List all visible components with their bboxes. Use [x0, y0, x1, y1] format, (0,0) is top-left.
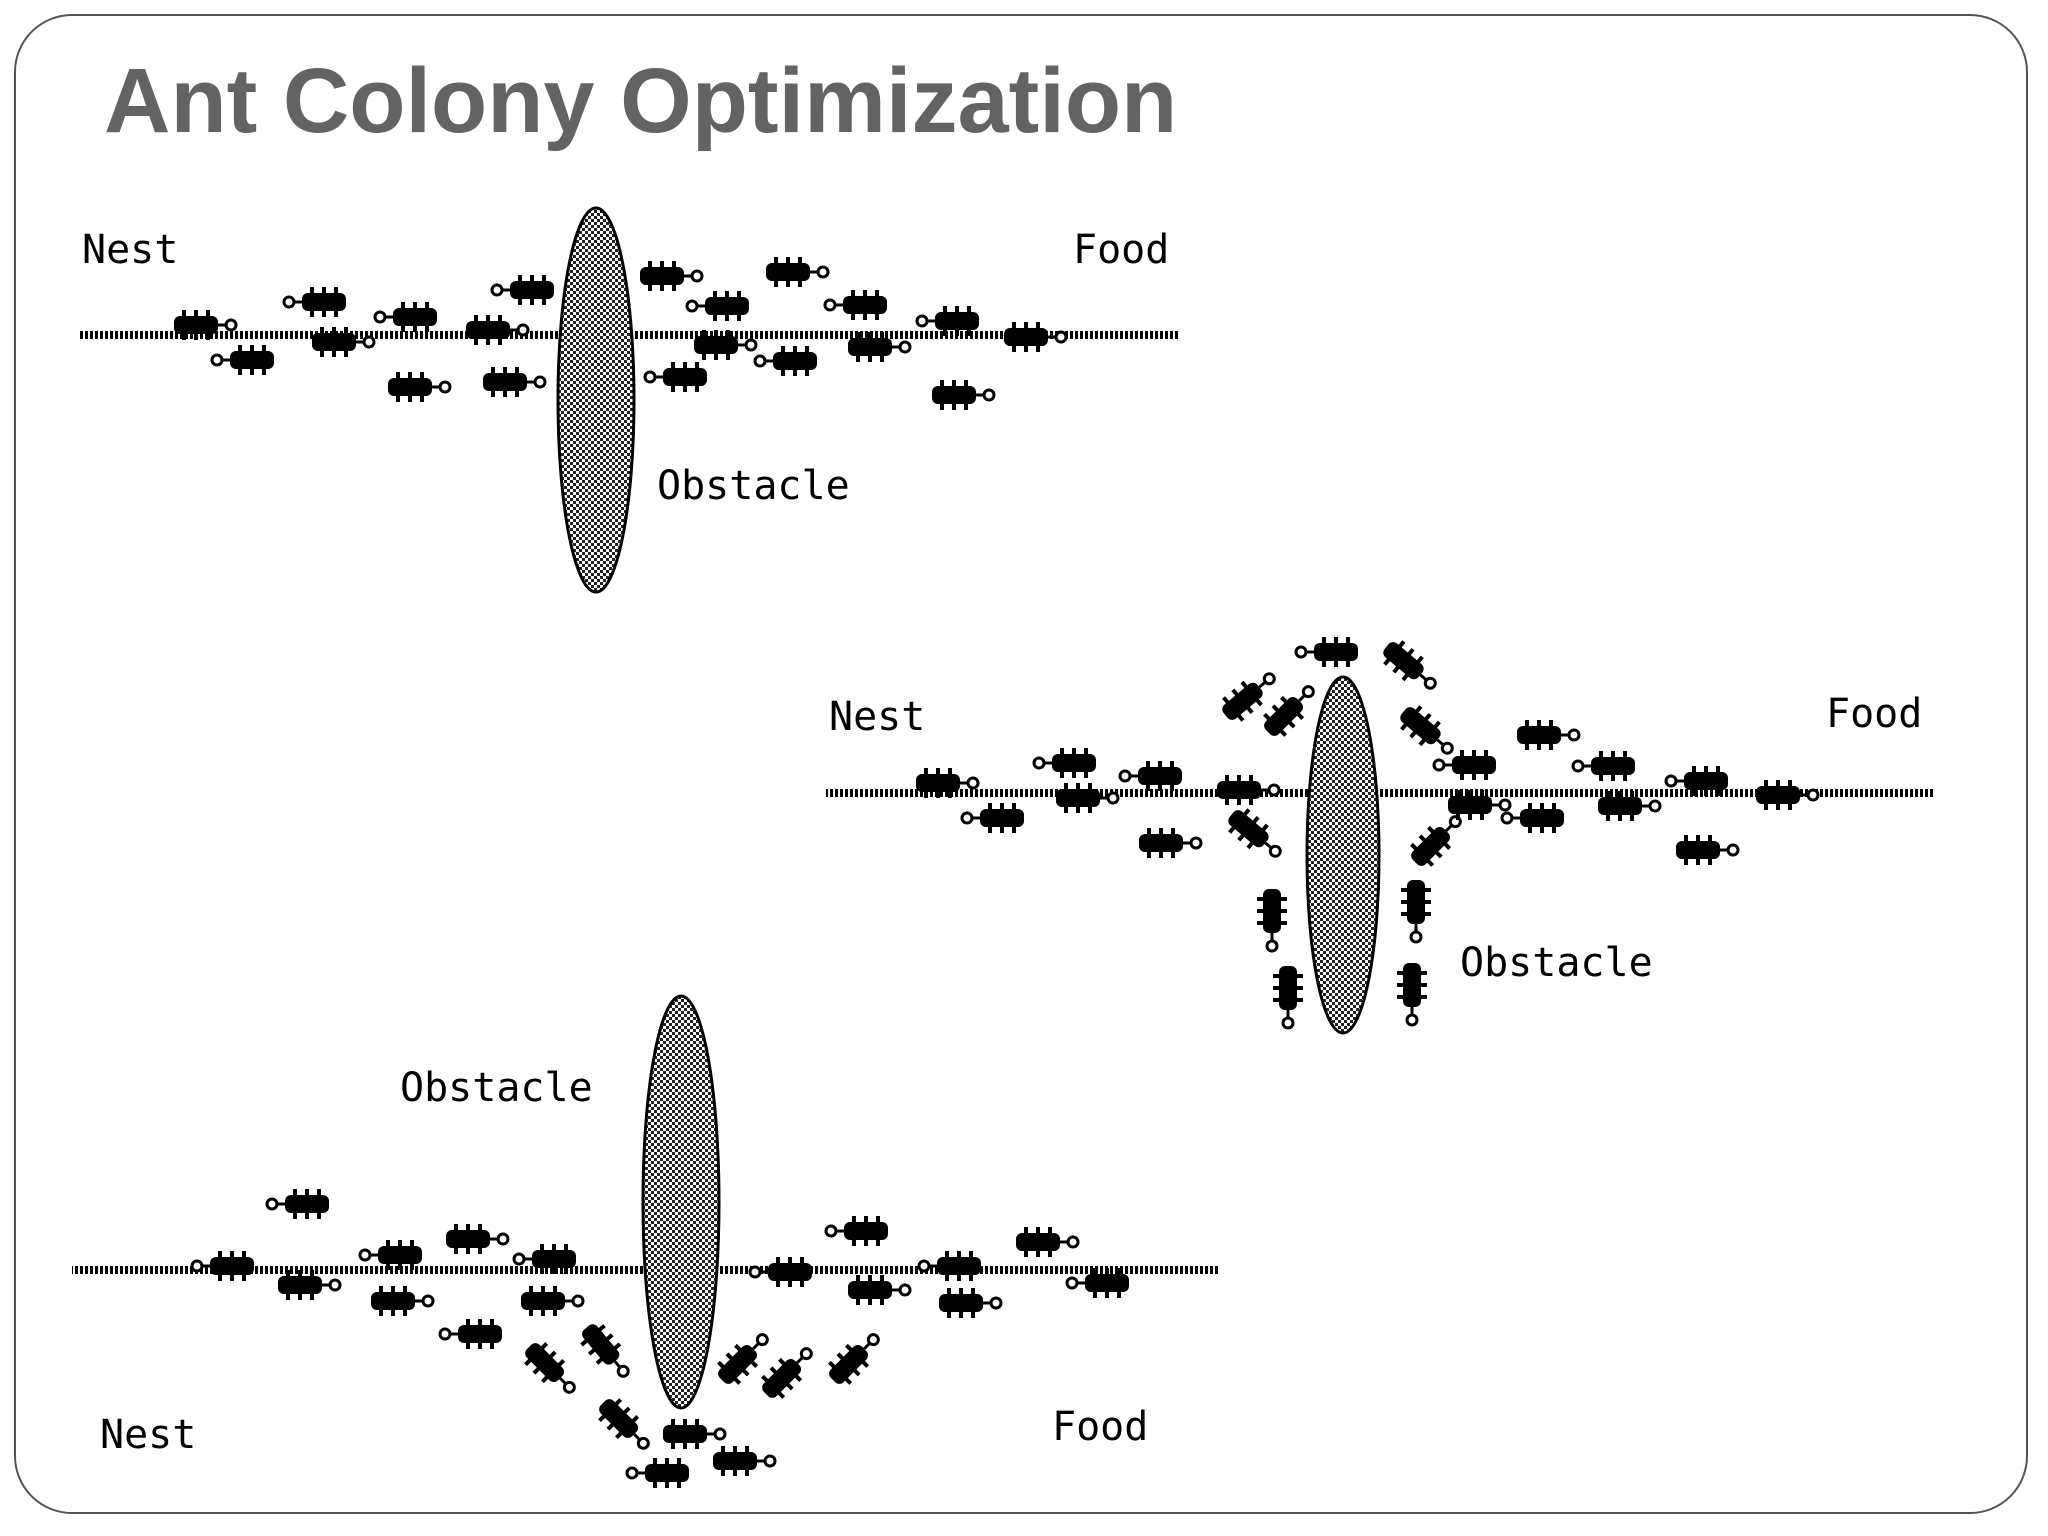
- ant-icon: [276, 1268, 342, 1302]
- ant-icon: [625, 1456, 691, 1490]
- ant-icon: [518, 1336, 583, 1401]
- ant-icon: [438, 1317, 504, 1351]
- panel-1: Nest Food Obstacle: [80, 206, 1178, 594]
- ant-icon: [1294, 635, 1360, 669]
- ant-icon: [764, 255, 830, 289]
- ant-icon: [190, 1249, 256, 1283]
- ant-icon: [265, 1187, 331, 1221]
- ant-icon: [1500, 801, 1566, 835]
- panel-3: Obstacle Nest Food: [72, 994, 1220, 1490]
- food-label: Food: [1826, 691, 1922, 737]
- ant-icon: [661, 1417, 727, 1451]
- ant-icon: [1219, 801, 1291, 868]
- ant-icon: [1571, 749, 1637, 783]
- ant-icon: [519, 1284, 585, 1318]
- ant-icon: [1515, 718, 1581, 752]
- trail-line: [826, 789, 1934, 797]
- ant-icon: [643, 360, 709, 394]
- ant-icon: [1754, 778, 1820, 812]
- ant-icon: [748, 1255, 814, 1289]
- ant-icon: [282, 285, 348, 319]
- ant-icon: [823, 288, 889, 322]
- nest-label: Nest: [829, 694, 925, 740]
- ant-icon: [1255, 887, 1289, 953]
- ant-icon: [1674, 833, 1740, 867]
- ant-icon: [1054, 781, 1120, 815]
- ant-icon: [1374, 633, 1446, 700]
- ant-icon: [1002, 320, 1068, 354]
- ant-icon: [930, 378, 996, 412]
- ant-icon: [1399, 878, 1433, 944]
- ant-icon: [481, 365, 547, 399]
- ant-icon: [1395, 961, 1429, 1027]
- ant-icon: [1432, 748, 1498, 782]
- ant-icon: [1137, 826, 1203, 860]
- ant-icon: [386, 370, 452, 404]
- nest-label: Nest: [82, 227, 178, 273]
- ant-icon: [210, 343, 276, 377]
- ant-icon: [685, 289, 751, 323]
- obstacle-label: Obstacle: [1460, 940, 1653, 986]
- ant-icon: [373, 300, 439, 334]
- ant-icon: [822, 1326, 887, 1391]
- food-label: Food: [1073, 227, 1169, 273]
- ant-icon: [937, 1286, 1003, 1320]
- obstacle-label: Obstacle: [400, 1065, 593, 1111]
- ant-icon: [369, 1284, 435, 1318]
- ant-icon: [1271, 964, 1305, 1030]
- slide-title: Ant Colony Optimization: [104, 50, 1178, 152]
- slide-frame: [14, 14, 2028, 1514]
- obstacle-ellipse: [1305, 675, 1381, 1035]
- nest-label: Nest: [100, 1412, 196, 1458]
- ant-icon: [1257, 678, 1322, 743]
- ant-icon: [490, 273, 556, 307]
- ant-icon: [444, 1222, 510, 1256]
- ant-icon: [711, 1444, 777, 1478]
- ant-icon: [917, 1249, 983, 1283]
- ant-icon: [592, 1392, 657, 1457]
- panel-2: Nest Food Obstacle: [826, 633, 1934, 1035]
- ant-icon: [358, 1238, 424, 1272]
- ant-icon: [753, 344, 819, 378]
- obstacle-label: Obstacle: [657, 463, 850, 509]
- food-label: Food: [1052, 1404, 1148, 1450]
- ant-icon: [1014, 1225, 1080, 1259]
- ant-icon: [464, 313, 530, 347]
- ant-icon: [846, 1273, 912, 1307]
- ant-icon: [1032, 746, 1098, 780]
- ant-icon: [824, 1214, 890, 1248]
- obstacle-ellipse: [641, 994, 721, 1410]
- ant-icon: [1118, 759, 1184, 793]
- obstacle-ellipse: [556, 206, 636, 594]
- ant-icon: [1215, 773, 1281, 807]
- ant-icon: [573, 1315, 640, 1387]
- ant-icon: [1391, 698, 1463, 765]
- ant-icon: [755, 1340, 820, 1405]
- ant-icon: [638, 259, 704, 293]
- ant-icon: [960, 801, 1026, 835]
